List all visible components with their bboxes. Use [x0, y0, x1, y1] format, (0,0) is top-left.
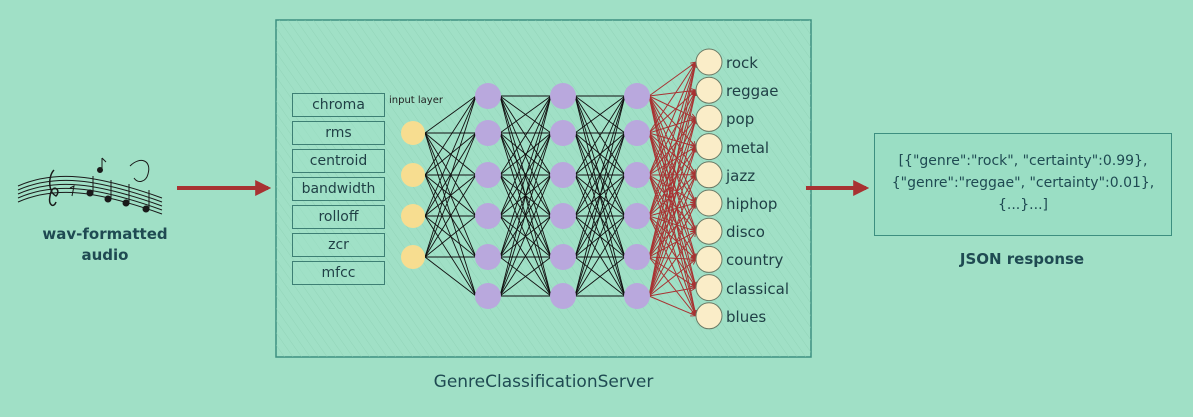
- feature-box: centroid: [292, 149, 385, 173]
- hidden-node: [624, 83, 650, 109]
- genre-label: hiphop: [726, 195, 778, 213]
- hidden-node: [475, 162, 501, 188]
- output-node: [695, 161, 723, 189]
- feature-box: rolloff: [292, 205, 385, 229]
- input-node: [401, 204, 425, 228]
- genre-label: classical: [726, 279, 790, 298]
- hidden-node: [475, 244, 501, 270]
- network-connections: [424, 95, 626, 297]
- feature-box: chroma: [292, 93, 385, 117]
- json-line: {...}...]: [998, 197, 1048, 213]
- genre-label: blues: [726, 307, 767, 326]
- network-nodes: [401, 48, 723, 330]
- hidden-node: [624, 120, 650, 146]
- hidden-node: [475, 203, 501, 229]
- output-node: [695, 217, 723, 245]
- hidden-node: [550, 83, 576, 109]
- input-node: [401, 245, 425, 269]
- hidden-node: [550, 244, 576, 270]
- feature-box: bandwidth: [292, 177, 385, 201]
- hidden-node: [624, 283, 650, 309]
- input-node: [401, 121, 425, 145]
- genre-label: rock: [726, 54, 758, 72]
- genre-label: jazz: [726, 166, 756, 185]
- hidden-node: [624, 244, 650, 270]
- hidden-node: [550, 162, 576, 188]
- server-caption: GenreClassificationServer: [433, 372, 654, 392]
- input-node: [401, 163, 425, 187]
- json-response-caption: JSON response: [959, 250, 1085, 268]
- hidden-node: [550, 203, 576, 229]
- output-node: [695, 302, 723, 330]
- hidden-node: [624, 162, 650, 188]
- json-line: {"genre":"reggae", "certainty":0.01},: [891, 175, 1155, 191]
- genre-label: metal: [726, 138, 770, 157]
- hidden-node: [475, 120, 501, 146]
- hidden-node: [475, 283, 501, 309]
- feature-box: zcr: [292, 233, 385, 257]
- input-layer-label: input layer: [389, 95, 443, 106]
- hidden-node: [475, 83, 501, 109]
- hidden-node: [550, 283, 576, 309]
- json-response-box: [{"genre":"rock", "certainty":0.99}, {"g…: [874, 133, 1172, 236]
- output-node: [695, 133, 723, 161]
- genre-label: reggae: [726, 82, 779, 101]
- output-node: [695, 104, 723, 132]
- output-connections: [648, 62, 696, 316]
- output-node: [695, 48, 723, 76]
- music-staff-notes-icon: [17, 157, 163, 215]
- genre-label: country: [726, 251, 784, 270]
- genre-label: disco: [726, 223, 765, 242]
- genre-label: pop: [726, 110, 755, 129]
- json-response-text: [{"genre":"rock", "certainty":0.99}, {"g…: [875, 150, 1171, 216]
- feature-box: mfcc: [292, 261, 385, 285]
- json-line: [{"genre":"rock", "certainty":0.99},: [898, 153, 1148, 169]
- server-box: [275, 19, 812, 358]
- output-node: [695, 274, 723, 302]
- output-node: [695, 76, 723, 104]
- audio-caption: wav-formatted audio: [42, 225, 168, 264]
- feature-box: rms: [292, 121, 385, 145]
- hidden-node: [550, 120, 576, 146]
- output-node: [695, 245, 723, 273]
- output-node: [695, 189, 723, 217]
- hidden-node: [624, 203, 650, 229]
